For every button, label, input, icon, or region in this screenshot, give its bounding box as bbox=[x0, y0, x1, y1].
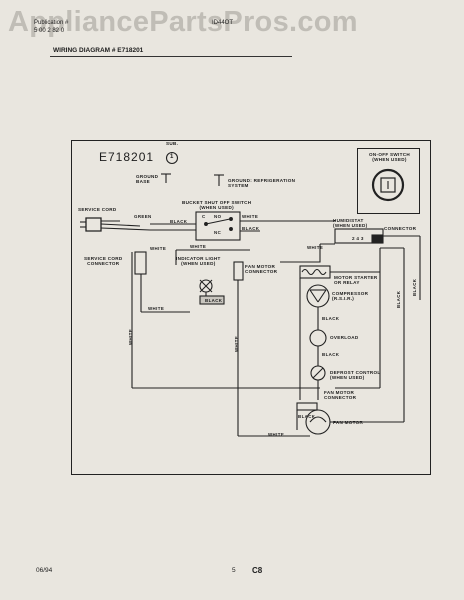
switch-nc-label: NC bbox=[214, 230, 222, 235]
watermark-text: AppliancePartsPros.com bbox=[8, 6, 358, 38]
sub-marker-circle bbox=[165, 151, 179, 165]
connector-label: CONNECTOR bbox=[384, 226, 417, 231]
fan-motor-label: FAN MOTOR bbox=[333, 420, 364, 425]
title-rule bbox=[50, 56, 292, 57]
compressor-icon bbox=[306, 284, 330, 308]
humidistat-label: HUMIDISTAT (WHEN USED) bbox=[333, 218, 368, 229]
fan-motor-connector-lower-box bbox=[296, 402, 318, 411]
black-wire-label-2: BLACK bbox=[242, 226, 260, 231]
black-wire-label-4: BLACK bbox=[322, 316, 340, 321]
footer-date: 06/94 bbox=[36, 567, 53, 574]
ground-refrigeration-label: GROUND: REFRIGERATION SYSTEM bbox=[228, 178, 296, 189]
fan-motor-connector-label: FAN MOTOR CONNECTOR bbox=[245, 264, 278, 275]
sub-number: 1 bbox=[170, 154, 174, 160]
black-wire-label-3: BLACK bbox=[205, 298, 223, 303]
on-off-switch-inset bbox=[357, 148, 420, 214]
switch-square-icon bbox=[380, 177, 396, 193]
white-wire-label-2: WHITE bbox=[150, 246, 167, 251]
service-cord-connector-label: SERVICE CORD CONNECTOR bbox=[84, 256, 123, 267]
indicator-light-label: INDICATOR LIGHT (WHEN USED) bbox=[176, 256, 221, 267]
compressor-label: COMPRESSOR (R.S.I.R.) bbox=[332, 291, 369, 302]
footer-page: 5 bbox=[232, 567, 236, 574]
white-wire-label-5: WHITE bbox=[148, 306, 165, 311]
white-wire-label-1: WHITE bbox=[242, 214, 259, 219]
ground-base-label: GROUND BASE bbox=[136, 174, 159, 185]
black-wire-label-6: BLACK bbox=[298, 414, 316, 419]
motor-starter-label: MOTOR STARTER OR RELAY bbox=[334, 275, 378, 286]
green-wire-label: GREEN bbox=[134, 214, 152, 219]
switch-no-label: NO bbox=[214, 214, 222, 219]
bucket-switch-box bbox=[195, 211, 241, 241]
model-number: ID44OT bbox=[212, 20, 234, 26]
service-cord-connector-box bbox=[134, 251, 147, 275]
on-off-switch-label: ON-OFF SWITCH (WHEN USED) bbox=[369, 152, 410, 163]
white-wire-label-6: WHITE bbox=[268, 432, 285, 437]
service-cord-label: SERVICE CORD bbox=[78, 207, 117, 212]
switch-dial-icon bbox=[371, 168, 405, 202]
fan-motor-connector-lower-label: FAN MOTOR CONNECTOR bbox=[324, 390, 357, 401]
fan-motor-connector-box bbox=[233, 261, 244, 281]
black-wire-label-vertical-1: BLACK bbox=[396, 290, 401, 308]
overload-icon bbox=[309, 329, 327, 347]
sub-label: SUB. bbox=[166, 141, 179, 146]
diagram-frame bbox=[71, 140, 431, 475]
black-wire-label-1: BLACK bbox=[170, 219, 188, 224]
white-wire-label-4: WHITE bbox=[307, 245, 324, 250]
bucket-switch-label: BUCKET SHUT OFF SWITCH (WHEN USED) bbox=[182, 200, 252, 211]
black-wire-label-5: BLACK bbox=[322, 352, 340, 357]
white-wire-label-vertical-1: WHITE bbox=[128, 328, 133, 345]
overload-label: OVERLOAD bbox=[330, 335, 359, 340]
defrost-control-label: DEFROST CONTROL (WHEN USED) bbox=[330, 370, 381, 381]
plug-body bbox=[85, 217, 102, 232]
publication-label: Publication # bbox=[34, 20, 69, 26]
white-wire-label-vertical-2: WHITE bbox=[234, 335, 239, 352]
humidistat-terminals: 2 4 3 bbox=[352, 236, 364, 241]
white-wire-label-3: WHITE bbox=[190, 244, 207, 249]
page-title: WIRING DIAGRAM # E718201 bbox=[53, 47, 144, 54]
publication-number: 5 00 2 82 0 bbox=[34, 28, 65, 34]
footer-code: C8 bbox=[252, 566, 263, 575]
black-wire-label-vertical-2: BLACK bbox=[412, 278, 417, 296]
model-code: E718201 bbox=[99, 150, 155, 164]
switch-c-label: C bbox=[202, 214, 206, 219]
